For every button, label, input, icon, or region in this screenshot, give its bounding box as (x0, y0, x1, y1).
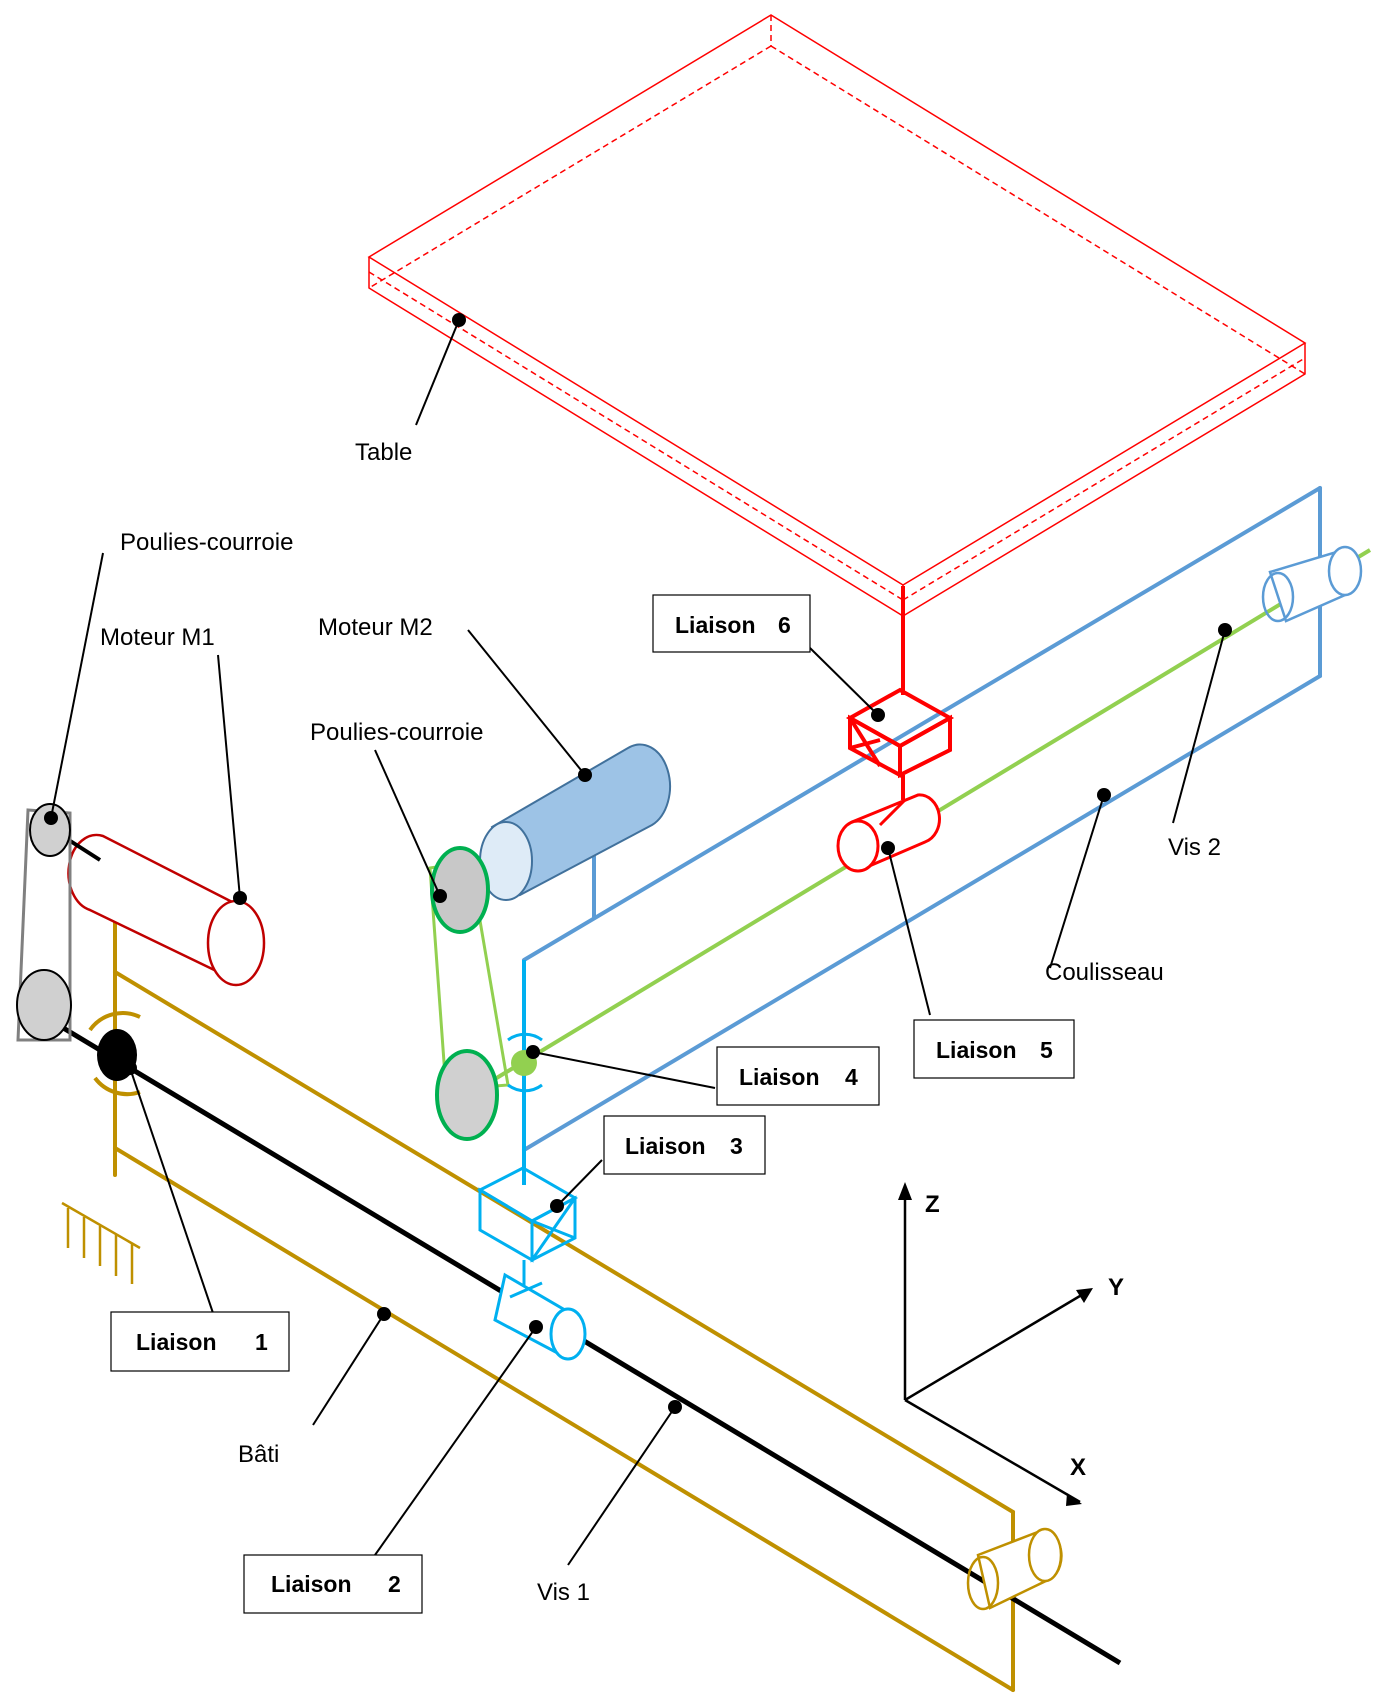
bati-leader (312, 1313, 385, 1426)
coulisseau-leader (1049, 794, 1105, 969)
vis-2-dot (1218, 623, 1232, 637)
liaison-4-leader (532, 1051, 716, 1089)
liaison-6-box: Liaison 6 (652, 594, 811, 653)
bati-dot (377, 1307, 391, 1321)
liaison-6-num: 6 (778, 612, 791, 638)
label-vis-1: Vis 1 (537, 1579, 590, 1606)
liaison-4-word: Liaison (739, 1064, 820, 1090)
liaison-3-leader (556, 1159, 603, 1207)
liaison-6-leader (809, 647, 879, 716)
liaison-6-word: Liaison (675, 612, 756, 638)
liaison-1-num: 1 (255, 1329, 268, 1355)
liaison-4-num: 4 (845, 1064, 858, 1090)
moteur-m1-dot (233, 891, 247, 905)
liaison-2-symbol (493, 1272, 587, 1361)
liaison-2-num: 2 (388, 1571, 401, 1597)
poulies-courroie-1 (16, 803, 72, 1042)
moteur-m1-leader (217, 654, 241, 899)
table-leader (415, 319, 460, 426)
axis-z-label: Z (925, 1191, 940, 1218)
liaison-4-dot (526, 1045, 540, 1059)
label-poulies-courroie-1: Poulies-courroie (120, 529, 293, 556)
label-poulies-courroie-2: Poulies-courroie (310, 719, 483, 746)
vis-2-bearing (1261, 545, 1363, 623)
liaison-1-word: Liaison (136, 1329, 217, 1355)
moteur-m2-leader (467, 629, 586, 776)
liaison-3-symbol (476, 1166, 579, 1290)
liaison-6-symbol (845, 687, 955, 800)
coulisseau-dot (1097, 788, 1111, 802)
label-coulisseau: Coulisseau (1045, 959, 1164, 986)
liaison-2-dot (529, 1320, 543, 1334)
label-vis-2: Vis 2 (1168, 834, 1221, 861)
liaison-5-num: 5 (1040, 1037, 1053, 1063)
liaison-5-symbol (836, 793, 941, 873)
liaison-3-dot (550, 1199, 564, 1213)
liaison-6-dot (871, 708, 885, 722)
poulies-2-leader (374, 749, 441, 897)
liaison-5-box: Liaison 5 (913, 1019, 1075, 1079)
liaison-3-num: 3 (730, 1133, 743, 1159)
axes-triad (903, 1195, 1091, 1504)
poulies-courroie-2 (428, 846, 510, 1141)
moteur-m1 (67, 833, 266, 987)
label-moteur-m1: Moteur M1 (100, 624, 215, 651)
liaison-2-box: Liaison 2 (243, 1554, 423, 1614)
liaison-1-leader (129, 1067, 214, 1314)
poulies-1-dot (44, 811, 58, 825)
liaison-3-box: Liaison 3 (603, 1115, 766, 1175)
axes-arrowheads (898, 1182, 1093, 1506)
liaison-2-leader (374, 1326, 537, 1556)
liaison-4-box: Liaison 4 (716, 1046, 880, 1106)
liaison-5-word: Liaison (936, 1037, 1017, 1063)
vis-2-leader (1172, 629, 1226, 824)
label-table: Table (355, 439, 412, 466)
axis-x-label: X (1070, 1454, 1086, 1481)
liaison-1-box: Liaison 1 (110, 1311, 290, 1372)
ground-symbol (61, 1201, 141, 1284)
moteur-m2 (479, 743, 671, 901)
liaison-5-leader (887, 847, 931, 1016)
moteur-m2-dot (578, 768, 592, 782)
liaison-3-word: Liaison (625, 1133, 706, 1159)
poulies-2-dot (433, 889, 447, 903)
vis-1-bearing (966, 1527, 1063, 1611)
label-bati: Bâti (238, 1441, 279, 1468)
liaison-5-dot (881, 841, 895, 855)
table-plate (367, 14, 1307, 617)
liaison-2-word: Liaison (271, 1571, 352, 1597)
liaison-1-dot (123, 1061, 137, 1075)
label-moteur-m2: Moteur M2 (318, 614, 433, 641)
table-dot (452, 313, 466, 327)
axis-y-label: Y (1108, 1274, 1124, 1301)
vis-1-dot (668, 1400, 682, 1414)
poulies-1-leader (50, 552, 104, 819)
vis-1-leader (567, 1406, 676, 1566)
